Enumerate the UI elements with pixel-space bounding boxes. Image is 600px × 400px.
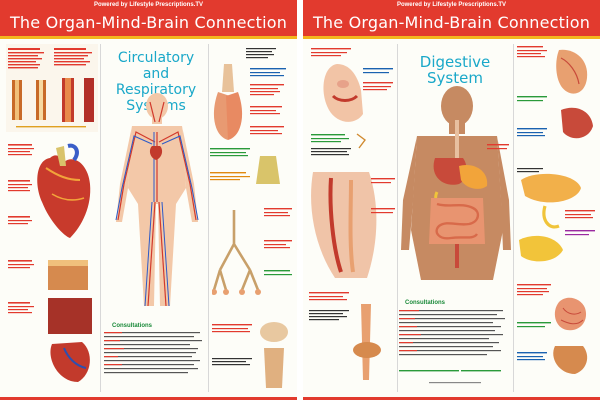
left-bottom-stripe — [0, 397, 297, 400]
poster-gap — [297, 0, 303, 400]
larynx-illustration — [212, 322, 288, 388]
left-column-divider-2 — [208, 44, 209, 392]
left-header-bar: Powered by Lifestyle Prescriptions.TV Th… — [0, 0, 297, 36]
head-mouth-illustration — [311, 48, 393, 156]
myocardium-illustration — [8, 260, 92, 382]
left-column-divider — [100, 44, 101, 392]
blood-vessel-illustration — [6, 44, 98, 132]
respiratory-illustration — [210, 48, 286, 184]
liver-gallbladder-illustration — [517, 168, 595, 262]
left-consultations-text — [104, 332, 202, 374]
right-section-title: Digestive System — [419, 53, 491, 87]
digestive-body-figure — [401, 86, 511, 280]
heart-illustration — [8, 143, 91, 238]
right-consultations-title: Consultations — [405, 300, 445, 306]
right-poster-title: The Organ-Mind-Brain Connection — [312, 13, 591, 32]
right-powered-by: Powered by Lifestyle Prescriptions.TV — [396, 2, 507, 8]
right-column-divider-2 — [513, 44, 514, 392]
right-header-underline — [303, 36, 600, 39]
left-poster-title: The Organ-Mind-Brain Connection — [9, 13, 288, 32]
bronchi-illustration — [212, 208, 292, 295]
right-consultations-text — [399, 310, 505, 384]
left-consultations-title: Consultations — [112, 323, 152, 329]
left-header-underline — [0, 36, 297, 39]
throat-cross-section — [311, 172, 395, 278]
digestive-poster: Powered by Lifestyle Prescriptions.TV Th… — [303, 0, 600, 400]
esophagus-illustration — [309, 292, 381, 380]
intestines-illustration — [517, 284, 588, 374]
left-powered-by: Powered by Lifestyle Prescriptions.TV — [93, 2, 204, 8]
right-header-bar: Powered by Lifestyle Prescriptions.TV Th… — [303, 0, 600, 36]
stomach-illustration — [517, 46, 593, 139]
circulatory-body-figure — [115, 93, 199, 307]
right-column-divider — [397, 44, 398, 392]
right-bottom-stripe — [303, 397, 600, 400]
circulatory-poster: Powered by Lifestyle Prescriptions.TV Th… — [0, 0, 297, 400]
